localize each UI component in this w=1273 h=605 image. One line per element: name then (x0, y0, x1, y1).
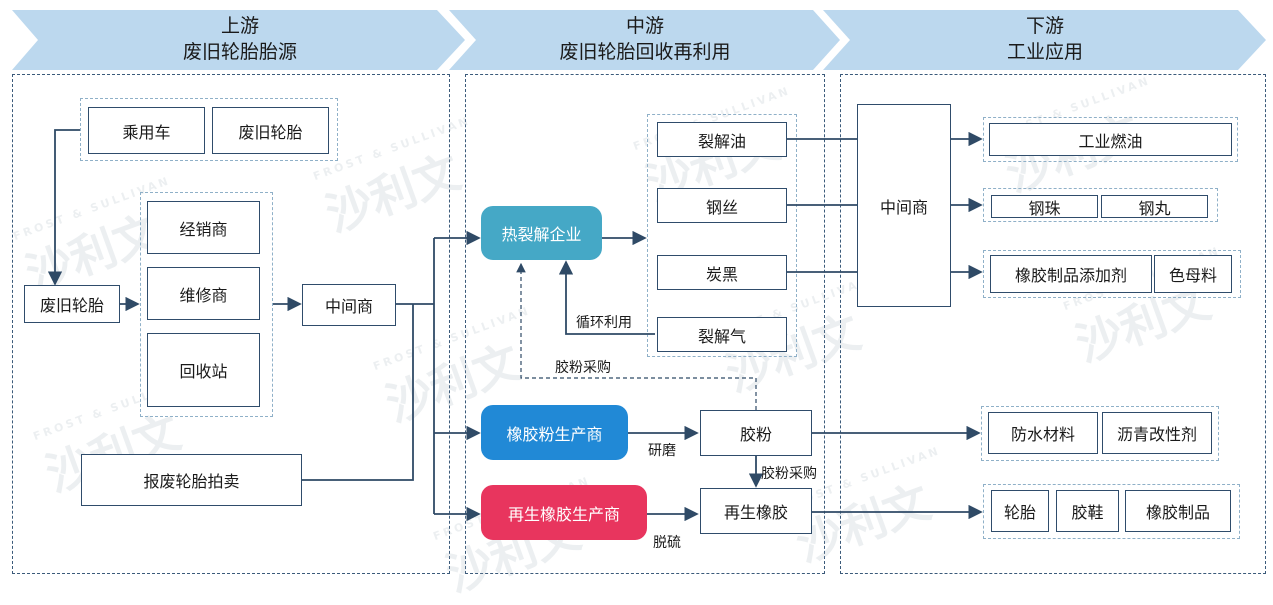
carbon-black-box: 炭黑 (657, 255, 787, 290)
steel-ball-box: 钢珠 (991, 195, 1098, 218)
pyrolysis-products-group (647, 114, 797, 357)
connector-auction-to-bus (302, 304, 414, 481)
rubber-additive-box: 橡胶制品添加剂 (990, 255, 1152, 293)
upstream-stage-line2: 废旧轮胎胎源 (182, 41, 297, 63)
powder-purchase-label-2: 胶粉采购 (761, 466, 817, 482)
downstream-middleman-box: 中间商 (857, 104, 951, 307)
pyrolysis-enterprise: 热裂解企业 (481, 206, 602, 260)
waste-tire-top-box: 废旧轮胎 (212, 107, 329, 154)
upstream-zone (12, 74, 450, 574)
upstream-stage-title: 上游 废旧轮胎胎源 (120, 13, 360, 65)
steel-wire-box: 钢丝 (657, 188, 787, 223)
desulfurize-label: 脱硫 (653, 535, 681, 551)
connectors (47, 129, 983, 522)
reclaimed-rubber-maker: 再生橡胶生产商 (481, 485, 647, 540)
auction-box: 报废轮胎拍卖 (81, 454, 302, 506)
midstream-stage-line2: 废旧轮胎回收再利用 (559, 41, 731, 63)
rubber-powder-maker: 橡胶粉生产商 (481, 405, 628, 460)
car-group (80, 98, 338, 161)
midstream-chevron (449, 10, 840, 70)
reclaimed-rubber-box: 再生橡胶 (700, 488, 812, 534)
steel-shot-box: 钢丸 (1101, 195, 1208, 218)
repair-box: 维修商 (147, 267, 260, 320)
downstream-chevron (823, 10, 1266, 70)
midstream-zone (465, 74, 825, 574)
dealer-box: 经销商 (147, 201, 260, 254)
connector-gas-recycle (558, 260, 655, 335)
steel-group (983, 188, 1218, 222)
waste-tire-box: 废旧轮胎 (24, 285, 120, 323)
connector-car-to-tire (47, 129, 80, 286)
downstream-stage-title: 下游 工业应用 (925, 13, 1165, 65)
recycle-station-box: 回收站 (147, 333, 260, 407)
rubber-shoes-box: 胶鞋 (1056, 490, 1119, 532)
downstream-stage-line2: 工业应用 (1006, 41, 1083, 63)
downstream-zone (840, 74, 1266, 574)
car-box: 乘用车 (88, 107, 205, 154)
downstream-stage-line1: 下游 (1025, 15, 1064, 37)
midstream-stage-title: 中游 废旧轮胎回收再利用 (520, 13, 770, 65)
pyrolysis-gas-box: 裂解气 (657, 317, 787, 352)
connector-powder-purchase-dashed (516, 262, 757, 410)
powder-use-group (981, 406, 1219, 461)
fuel-group (983, 117, 1238, 162)
additive-group (983, 250, 1241, 298)
channel-group (140, 192, 273, 417)
grind-label: 研磨 (648, 443, 676, 459)
pyrolysis-oil-box: 裂解油 (657, 122, 787, 157)
reclaimed-use-group (983, 484, 1240, 539)
waterproof-box: 防水材料 (988, 412, 1098, 454)
powder-purchase-label-1: 胶粉采购 (555, 360, 611, 376)
upstream-middleman-box: 中间商 (302, 284, 396, 326)
asphalt-modifier-box: 沥青改性剂 (1102, 412, 1212, 454)
stage-header-chevrons (12, 10, 1266, 70)
rubber-products-box: 橡胶制品 (1125, 490, 1231, 532)
industrial-fuel-box: 工业燃油 (989, 123, 1232, 156)
tire-box: 轮胎 (991, 490, 1049, 532)
rubber-powder-box: 胶粉 (700, 410, 812, 456)
midstream-stage-line1: 中游 (625, 15, 664, 37)
upstream-chevron (12, 10, 465, 70)
masterbatch-box: 色母料 (1154, 255, 1232, 293)
upstream-stage-line1: 上游 (220, 15, 259, 37)
recycle-label: 循环利用 (576, 315, 632, 331)
